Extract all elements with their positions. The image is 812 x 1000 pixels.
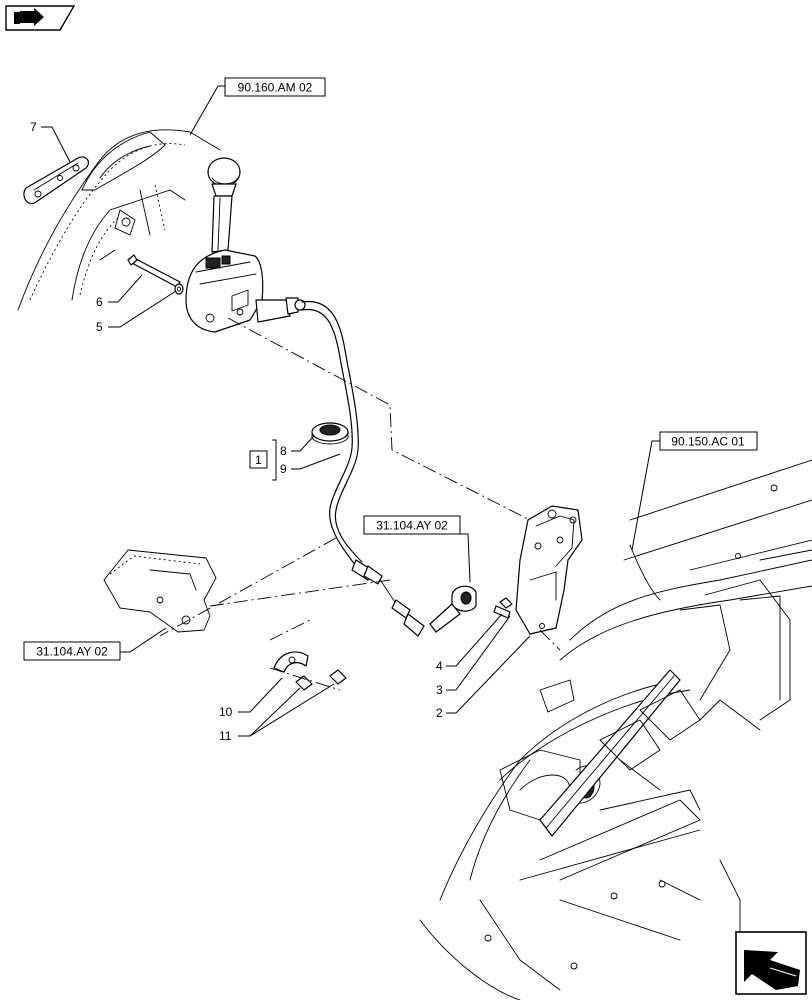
callout-10: 10: [219, 705, 233, 719]
ref-label-left: 31.104.AY 02: [36, 645, 108, 659]
callout-3: 3: [436, 683, 443, 697]
ref-label-top: 90.160.AM 02: [238, 81, 313, 95]
ref-label-right: 90.150.AC 01: [671, 435, 745, 449]
callout-8: 8: [280, 444, 287, 458]
cab-structure-right: [419, 459, 812, 1000]
part-3-bolt[interactable]: [493, 597, 513, 619]
ref-label-middle: 31.104.AY 02: [376, 519, 448, 533]
callout-6: 6: [96, 295, 103, 309]
part-4-bushing[interactable]: [429, 585, 477, 633]
part-5-washer[interactable]: [174, 283, 184, 295]
callout-4: 4: [436, 659, 443, 673]
part-7-handle[interactable]: [23, 156, 90, 205]
part-8-grommet[interactable]: [311, 422, 349, 445]
part-11-screws[interactable]: [295, 669, 347, 691]
ref-box-left: 31.104.AY 02: [23, 641, 121, 661]
leader-lines: [41, 85, 660, 737]
lever-assembly[interactable]: [185, 157, 306, 333]
ref-box-top: 90.160.AM 02: [224, 77, 326, 97]
callout-5: 5: [96, 320, 103, 334]
part-10-clip[interactable]: [273, 651, 309, 673]
group-box-1: 1: [249, 450, 268, 469]
callout-numbers: 7 6 5 8 9 4 3 2 10 11: [30, 120, 443, 743]
callout-2: 2: [436, 706, 443, 720]
callout-11: 11: [219, 729, 232, 743]
callout-9: 9: [280, 462, 287, 476]
callout-7: 7: [30, 120, 37, 134]
floor-bracket-left: [103, 549, 217, 633]
book-arrow-icon[interactable]: [5, 5, 76, 31]
ref-box-right: 90.150.AC 01: [659, 431, 758, 451]
group-box-label: 1: [255, 453, 262, 467]
part-9-cable[interactable]: [301, 300, 425, 637]
ref-box-middle: 31.104.AY 02: [363, 515, 461, 535]
part-6-bolt[interactable]: [127, 254, 181, 288]
part-2-bracket[interactable]: [515, 505, 583, 635]
cab-panel-top: [17, 129, 221, 311]
next-page-arrow-icon[interactable]: [735, 931, 807, 995]
assembly-lines: [159, 317, 561, 691]
